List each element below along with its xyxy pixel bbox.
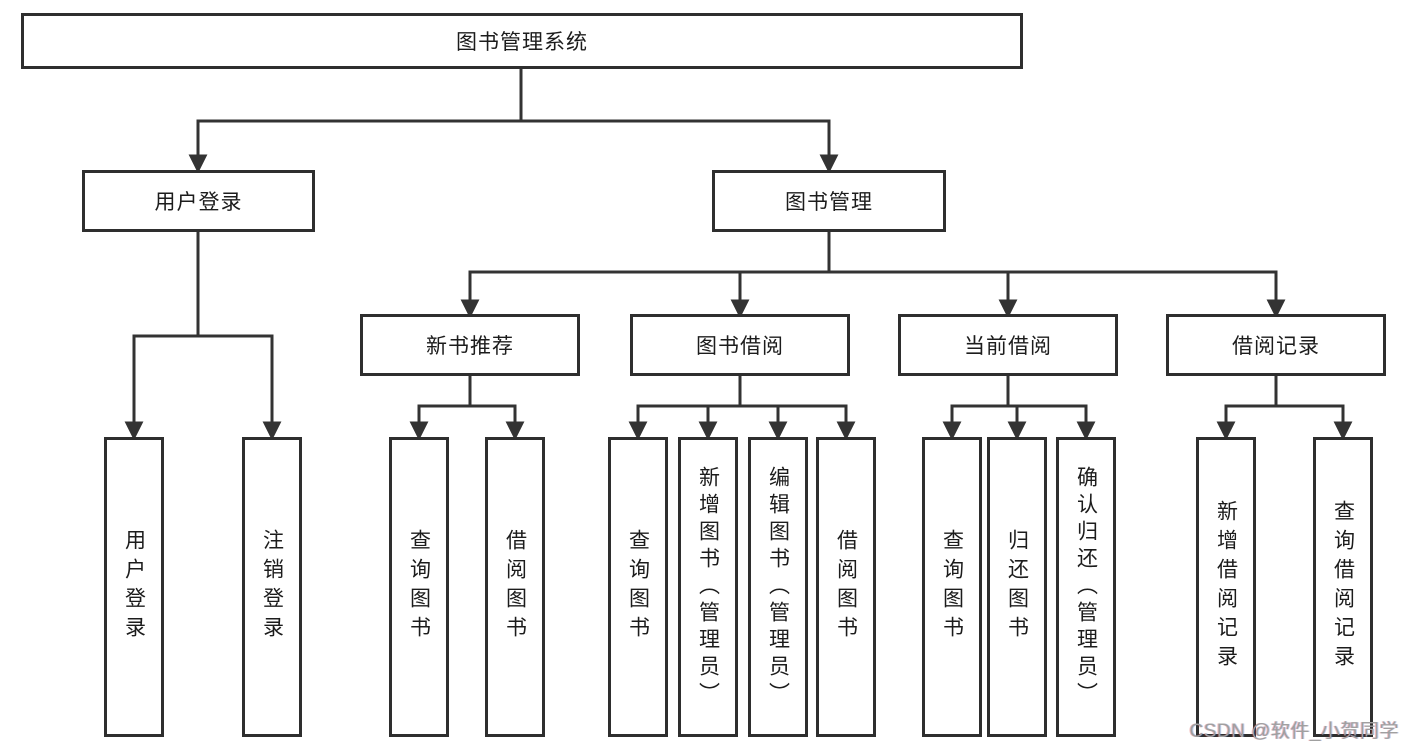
leaf-query-books-1-label: 查询图书	[407, 529, 431, 645]
leaf-add-borrow-record: 新增借阅记录	[1196, 437, 1256, 737]
leaf-add-book-admin-label: 新增图书（管理员）	[696, 465, 720, 709]
leaf-logout: 注销登录	[242, 437, 302, 737]
leaf-borrow-books-1: 借阅图书	[485, 437, 545, 737]
leaf-edit-book-admin: 编辑图书（管理员）	[748, 437, 808, 737]
leaf-confirm-return-admin-label: 确认归还（管理员）	[1074, 465, 1098, 709]
node-book-borrowing-label: 图书借阅	[696, 335, 784, 358]
leaf-return-books: 归还图书	[987, 437, 1047, 737]
node-book-management: 图书管理	[712, 170, 946, 232]
node-borrowing-records: 借阅记录	[1166, 314, 1386, 376]
leaf-return-books-label: 归还图书	[1005, 529, 1029, 645]
leaf-edit-book-admin-label: 编辑图书（管理员）	[766, 465, 790, 709]
leaf-query-borrow-record-label: 查询借阅记录	[1331, 500, 1355, 674]
node-new-book-recommend: 新书推荐	[360, 314, 580, 376]
node-current-borrowing-label: 当前借阅	[964, 335, 1052, 358]
node-book-borrowing: 图书借阅	[630, 314, 850, 376]
leaf-query-books-2-label: 查询图书	[626, 529, 650, 645]
node-borrowing-records-label: 借阅记录	[1232, 335, 1320, 358]
leaf-borrow-books-2: 借阅图书	[816, 437, 876, 737]
leaf-borrow-books-1-label: 借阅图书	[503, 529, 527, 645]
node-user-login-label: 用户登录	[154, 191, 243, 214]
leaf-add-book-admin: 新增图书（管理员）	[678, 437, 738, 737]
node-book-management-label: 图书管理	[785, 191, 873, 214]
node-root-label: 图书管理系统	[456, 31, 588, 54]
node-current-borrowing: 当前借阅	[898, 314, 1118, 376]
leaf-borrow-books-2-label: 借阅图书	[834, 529, 858, 645]
leaf-user-login: 用户登录	[104, 437, 164, 737]
leaf-query-books-3-label: 查询图书	[940, 529, 964, 645]
leaf-user-login-label: 用户登录	[122, 529, 146, 645]
leaf-query-books-2: 查询图书	[608, 437, 668, 737]
node-user-login: 用户登录	[82, 170, 315, 232]
leaf-query-books-3: 查询图书	[922, 437, 982, 737]
leaf-logout-label: 注销登录	[260, 529, 284, 645]
leaf-add-borrow-record-label: 新增借阅记录	[1214, 500, 1238, 674]
leaf-query-books-1: 查询图书	[389, 437, 449, 737]
leaf-confirm-return-admin: 确认归还（管理员）	[1056, 437, 1116, 737]
node-root: 图书管理系统	[21, 13, 1023, 69]
node-new-book-recommend-label: 新书推荐	[426, 335, 514, 358]
leaf-query-borrow-record: 查询借阅记录	[1313, 437, 1373, 737]
watermark: CSDN @软件_小贺同学	[1189, 721, 1399, 742]
